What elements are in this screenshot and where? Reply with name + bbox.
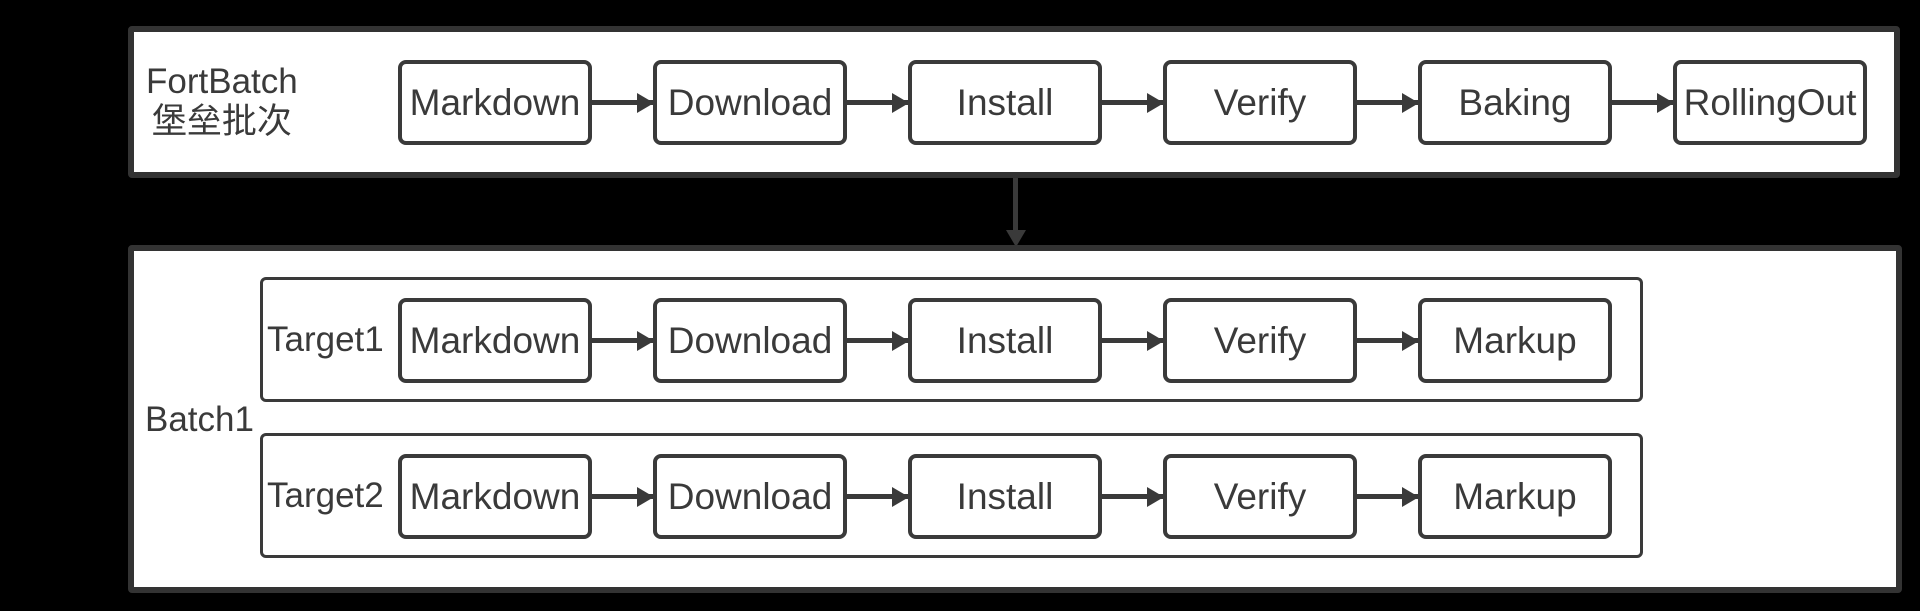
target1-step-markup: Markup [1418, 298, 1612, 383]
arrow-right-icon [592, 100, 653, 105]
fort-step-install: Install [908, 60, 1102, 145]
arrow-right-icon [847, 100, 908, 105]
arrow-down-icon [1006, 230, 1026, 247]
arrow-right-icon [592, 338, 653, 343]
target2-group: Target2 Markdown Download Install Verify… [260, 433, 1643, 558]
arrow-right-icon [1357, 338, 1418, 343]
target1-step-install: Install [908, 298, 1102, 383]
batch1-label: Batch1 [145, 400, 254, 439]
target1-step-markdown: Markdown [398, 298, 592, 383]
target1-step-verify: Verify [1163, 298, 1357, 383]
fort-step-verify: Verify [1163, 60, 1357, 145]
fort-step-rollingout: RollingOut [1673, 60, 1867, 145]
fort-step-markdown: Markdown [398, 60, 592, 145]
target2-step-markup: Markup [1418, 454, 1612, 539]
target1-label: Target1 [267, 319, 384, 359]
target1-step-download: Download [653, 298, 847, 383]
target2-step-install: Install [908, 454, 1102, 539]
arrow-right-icon [847, 494, 908, 499]
target2-step-download: Download [653, 454, 847, 539]
arrow-right-icon [1357, 100, 1418, 105]
target2-label: Target2 [267, 475, 384, 515]
arrow-right-icon [1612, 100, 1673, 105]
fortbatch-panel: FortBatch 堡垒批次 Markdown Download Install… [128, 26, 1900, 178]
arrow-right-icon [847, 338, 908, 343]
connector-line [1013, 178, 1018, 231]
arrow-right-icon [1357, 494, 1418, 499]
target1-group: Target1 Markdown Download Install Verify… [260, 277, 1643, 402]
fort-step-baking: Baking [1418, 60, 1612, 145]
arrow-right-icon [1102, 494, 1163, 499]
arrow-right-icon [592, 494, 653, 499]
target2-step-markdown: Markdown [398, 454, 592, 539]
fort-step-download: Download [653, 60, 847, 145]
target2-step-verify: Verify [1163, 454, 1357, 539]
batch1-panel: Batch1 Target1 Markdown Download Install… [128, 245, 1902, 593]
arrow-right-icon [1102, 100, 1163, 105]
arrow-right-icon [1102, 338, 1163, 343]
fortbatch-label-line2: 堡垒批次 [151, 102, 292, 141]
fortbatch-label: FortBatch 堡垒批次 [146, 62, 298, 142]
fortbatch-label-line1: FortBatch [146, 62, 298, 101]
